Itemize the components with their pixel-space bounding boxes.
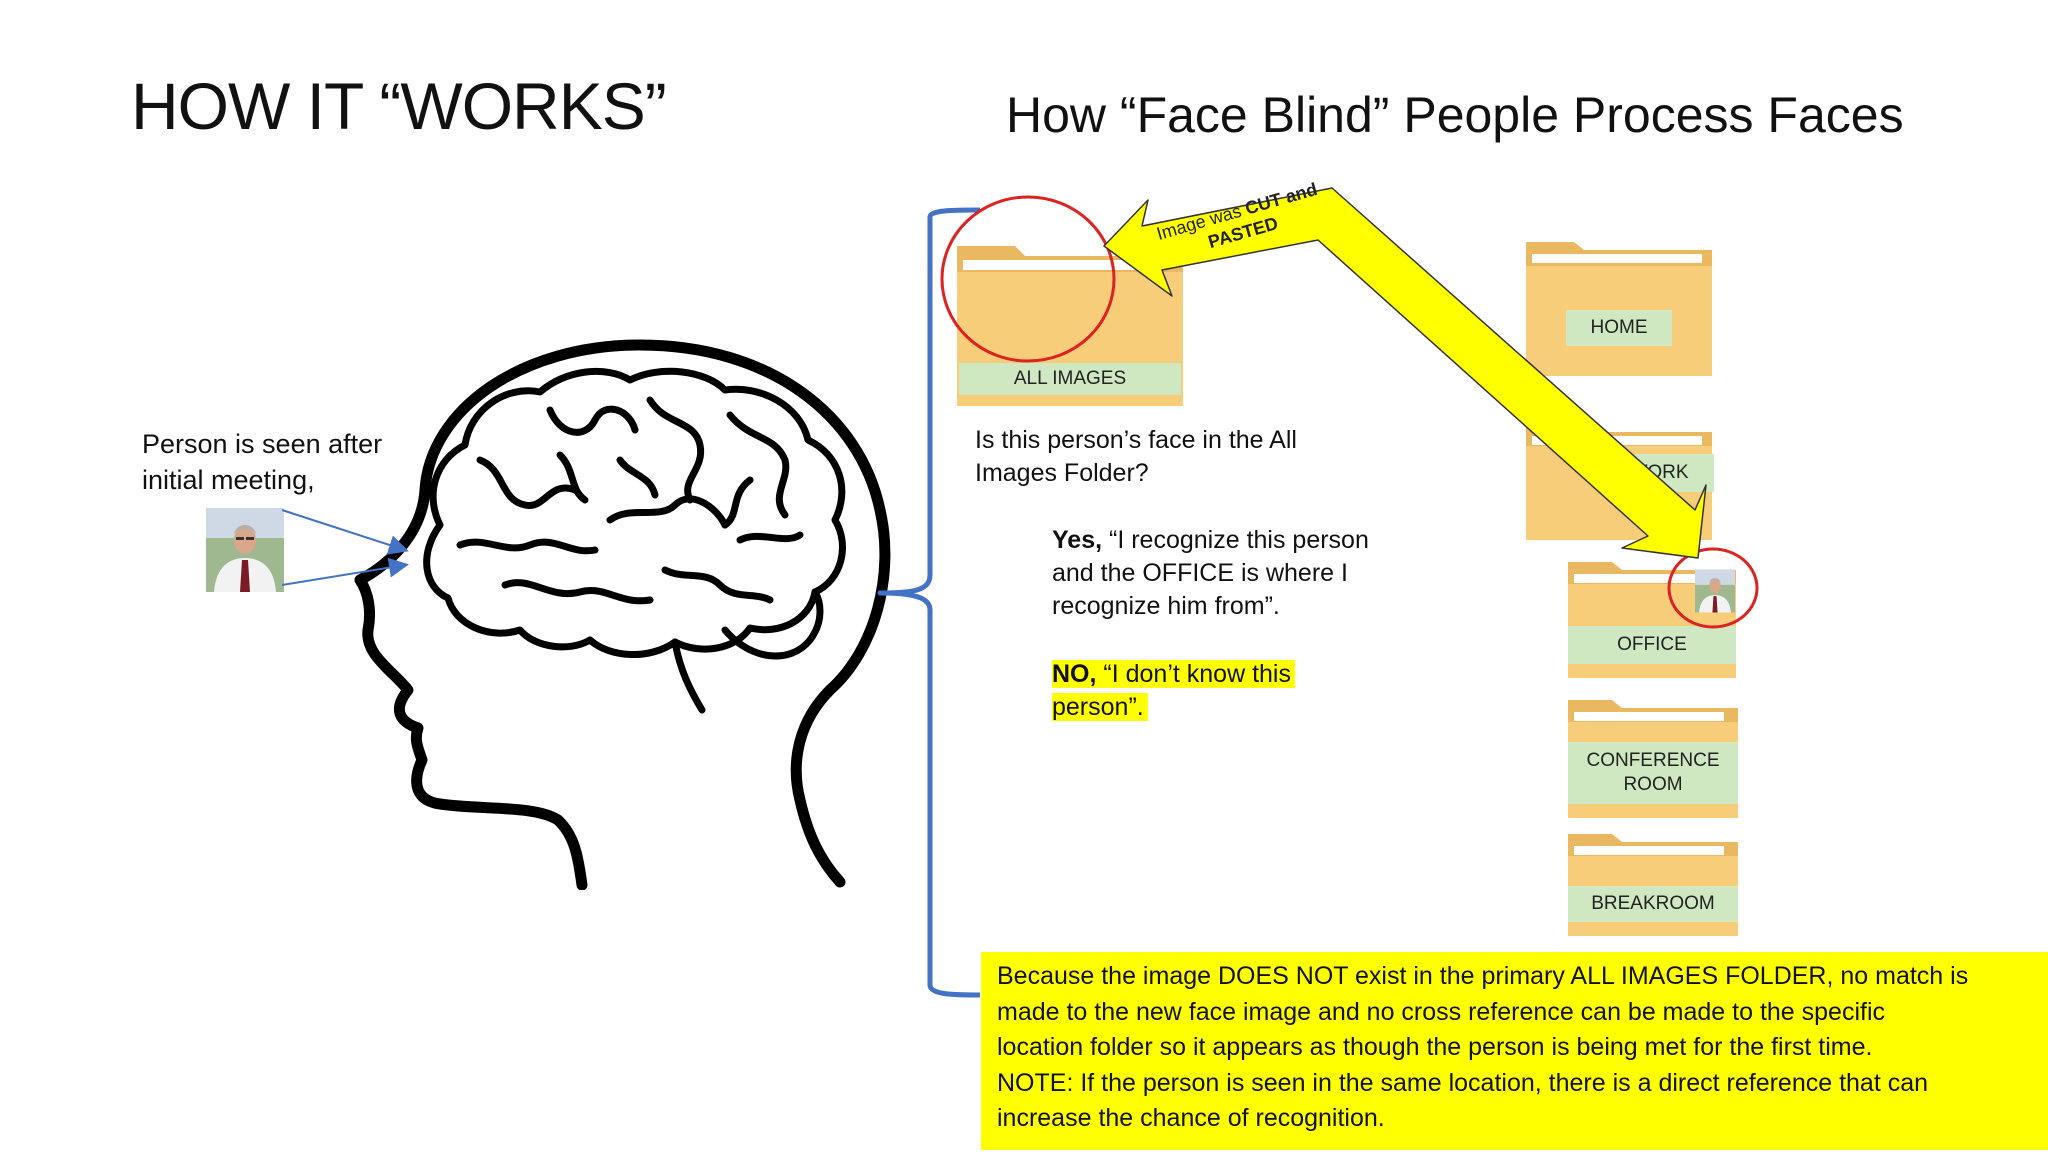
question-text: Is this person’s face in the All Images … [975, 424, 1335, 490]
brain-outline [423, 367, 846, 658]
no-line-2: person”. [1052, 693, 1148, 721]
person-seen-text: Person is seen after initial meeting, [142, 426, 432, 498]
folder-home: HOME [1524, 238, 1714, 378]
yes-label: Yes, [1052, 526, 1103, 554]
cerebellum [721, 588, 824, 660]
explanation-box: Because the image DOES NOT exist in the … [981, 952, 2048, 1150]
yes-line-3: recognize him from”. [1052, 592, 1280, 620]
folder-breakroom: BREAKROOM [1566, 830, 1740, 938]
question-line-2: Images Folder? [975, 459, 1149, 487]
folder-label-conference-room: CONFERENCE ROOM [1568, 742, 1738, 804]
folder-conference-room: CONFERENCE ROOM [1566, 696, 1740, 820]
folder-label-conference-line-2: ROOM [1623, 774, 1683, 795]
yes-line-1: “I recognize this person [1102, 526, 1369, 554]
folder-label-office: OFFICE [1568, 626, 1736, 664]
brain-stem [671, 638, 706, 714]
note-line-5: increase the chance of recognition. [997, 1104, 1385, 1132]
curly-bracket [877, 207, 981, 998]
question-line-1: Is this person’s face in the All [975, 426, 1297, 454]
head-outline [354, 339, 891, 890]
folder-label-conference-line-1: CONFERENCE [1586, 750, 1720, 771]
folder-label-all-images: ALL IMAGES [959, 363, 1181, 395]
note-line-3: location folder so it appears as though … [997, 1033, 1873, 1061]
note-line-4: NOTE: If the person is seen in the same … [997, 1068, 1929, 1097]
office-person-photo [1695, 569, 1735, 613]
no-label: NO, [1052, 660, 1097, 688]
folder-label-breakroom: BREAKROOM [1568, 886, 1738, 922]
folder-office: OFFICE [1566, 558, 1738, 680]
cut-paste-arrow [1103, 187, 1707, 559]
note-line-2: made to the new face image and no cross … [997, 997, 1886, 1026]
photo-to-head-arrows [281, 509, 409, 586]
highlight-circle-office [1667, 547, 1759, 629]
person-photo [206, 508, 284, 592]
highlight-circle-all-images [940, 195, 1116, 363]
no-answer: NO, “I don’t know this person”. [1052, 658, 1332, 724]
yes-answer: Yes, “I recognize this person and the OF… [1052, 524, 1392, 623]
folder-label-home: HOME [1566, 310, 1672, 346]
folder-all-images: ALL IMAGES [955, 238, 1185, 408]
person-line-1: Person is seen after [142, 429, 383, 459]
note-line-1: Because the image DOES NOT exist in the … [997, 962, 1969, 990]
head-brain-illustration [354, 339, 891, 890]
yes-line-2: and the OFFICE is where I [1052, 559, 1348, 587]
page-subtitle: How “Face Blind” People Process Faces [1006, 87, 1904, 143]
person-line-2: initial meeting, [142, 465, 315, 495]
page-title: HOW IT “WORKS” [131, 69, 667, 143]
no-line-1: “I don’t know this [1096, 660, 1291, 688]
